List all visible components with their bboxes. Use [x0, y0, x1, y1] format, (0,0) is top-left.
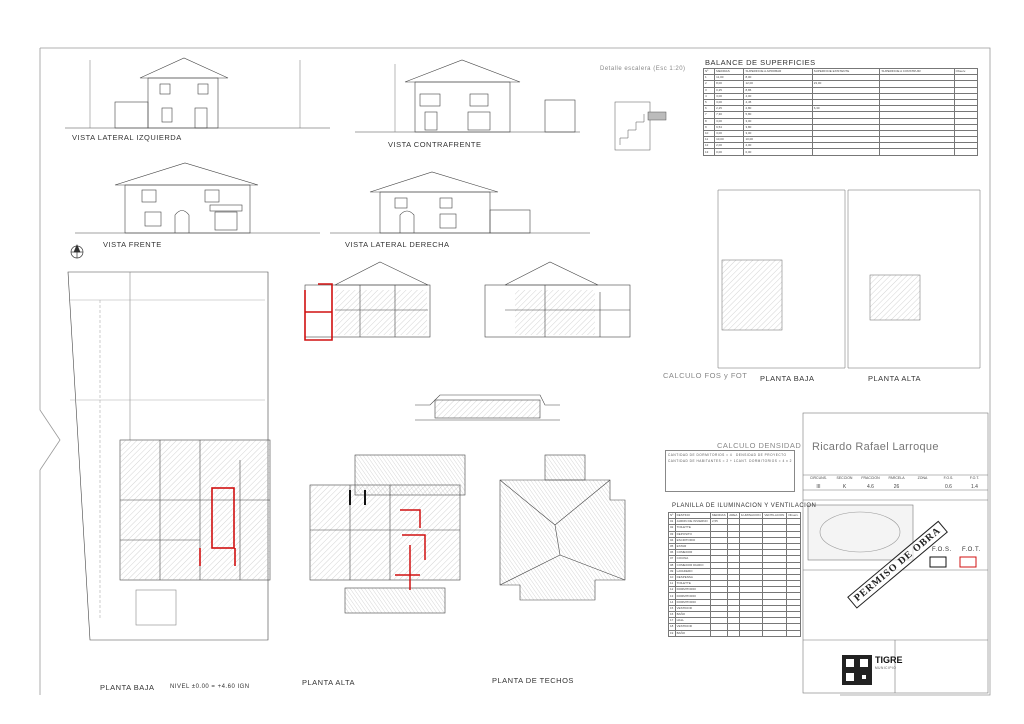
densidad-line-3: DENSIDAD DE PROYECTO: [736, 453, 787, 457]
densidad-box: CANTIDAD DE DORMITORIOS = 4 CANTIDAD DE …: [665, 450, 795, 492]
superficies-cell: [953, 148, 979, 156]
roof-plan: [499, 454, 626, 601]
superficies-cell: 0,00: [714, 148, 745, 156]
parcel-col: FRACCION 4.6: [858, 476, 883, 490]
parcel-header: PARCELA: [888, 476, 905, 480]
parcel-col: SECCION K: [832, 476, 857, 490]
iluminacion-title: PLANILLA DE ILUMINACION Y VENTILACION: [672, 503, 817, 509]
label-elevation-right: VISTA LATERAL DERECHA: [345, 240, 450, 249]
fos-box-label: F.O.S.: [932, 547, 952, 553]
label-plan-ground: PLANTA BAJA: [100, 683, 155, 692]
iluminacion-cell: [786, 629, 801, 637]
municipality-logo: TIGRE: [875, 655, 903, 665]
upper-floor-red-markup: [395, 509, 426, 590]
label-stair-detail: Detalle escalera (Esc 1:20): [600, 66, 686, 72]
parcel-value: K: [842, 484, 847, 490]
elevation-back: [355, 59, 580, 133]
elevation-front: [75, 162, 320, 234]
superficies-cell: [879, 148, 955, 156]
qr-code-icon: [842, 655, 872, 685]
densidad-line-2: CANTIDAD DE HABITANTES = 2 + 1: [668, 459, 737, 463]
ground-floor-red-markup: [199, 487, 236, 566]
iluminacion-cell: ILUMINACION: [738, 511, 764, 520]
densidad-line-1: CANTIDAD DE DORMITORIOS = 4: [668, 453, 733, 457]
parcel-header: F.O.S.: [943, 476, 954, 480]
elevation-left: [65, 57, 330, 129]
parcel-col: PARCELA 26: [884, 476, 909, 490]
sheet-border: [39, 47, 991, 696]
fot-box-label: F.O.T.: [962, 547, 981, 553]
parcel-header: FRACCION: [861, 476, 880, 480]
parcel-value: 26: [893, 484, 900, 490]
elevation-right: [330, 171, 590, 234]
iluminacion-cell: [738, 629, 764, 637]
iluminacion-cell: [727, 629, 740, 637]
upper-floor-plan: [309, 454, 466, 614]
label-plan-roof: PLANTA DE TECHOS: [492, 676, 574, 685]
stair-detail: [614, 101, 667, 151]
superficies-cell: 0,00: [743, 148, 813, 156]
small-plans: [717, 189, 981, 369]
label-elevation-front: VISTA FRENTE: [103, 240, 162, 249]
label-elevation-back: VISTA CONTRAFRENTE: [388, 140, 482, 149]
label-plan-upper: PLANTA ALTA: [302, 678, 356, 687]
section-1-red-markup: [304, 283, 333, 341]
parcel-value: III: [816, 484, 821, 490]
parcel-header: SECCION: [836, 476, 853, 480]
north-arrow-icon: [70, 244, 84, 259]
label-small-ground: PLANTA BAJA: [760, 374, 815, 383]
superficies-cell: 13: [702, 148, 716, 156]
section-1: [304, 261, 431, 338]
iluminacion-cell: MEDIDAS: [709, 511, 729, 520]
iluminacion-cell: [709, 629, 729, 637]
fos-fot-boxes: [929, 556, 977, 568]
iluminacion-cell: BAÑO: [674, 629, 711, 637]
iluminacion-cell: [762, 629, 788, 637]
parcel-header: CIRCUNS.: [810, 476, 827, 480]
densidad-title: CALCULO DENSIDAD: [717, 441, 802, 450]
parcel-header: F.O.T.: [969, 476, 980, 480]
garage-section: [415, 394, 560, 421]
superficies-cell: [811, 148, 881, 156]
parcel-col: ZONA: [910, 476, 935, 484]
ground-floor-plan: [67, 271, 271, 641]
parcel-col: F.O.T. 1.4: [962, 476, 987, 490]
label-elevation-left: VISTA LATERAL IZQUIERDA: [72, 133, 182, 142]
parcel-value: 1.4: [971, 484, 978, 490]
iluminacion-cell: Observ.: [786, 511, 801, 520]
label-level-note: NIVEL ±0.00 = +4.60 IGN: [170, 684, 250, 690]
section-2: [484, 261, 631, 338]
owner-name: Ricardo Rafael Larroque: [812, 441, 939, 453]
parcel-col: F.O.S. 0.6: [936, 476, 961, 490]
densidad-line-4: CANT. DORMITORIOS = 4 x 2: [736, 459, 792, 463]
superficies-title: BALANCE DE SUPERFICIES: [705, 58, 816, 67]
label-small-upper: PLANTA ALTA: [868, 374, 922, 383]
fos-title: CALCULO FOS y FOT: [663, 371, 748, 380]
iluminacion-cell: VENTILACION: [762, 511, 788, 520]
parcel-value: 4.6: [867, 484, 874, 490]
municipality-sub: MUNICIPIO: [875, 666, 897, 670]
parcel-col: CIRCUNS. III: [806, 476, 831, 490]
iluminacion-cell: JARDIN DE INVIERNO: [674, 518, 711, 526]
parcel-value: 0.6: [945, 484, 952, 490]
title-block-frame: [802, 412, 989, 694]
parcel-header: ZONA: [917, 476, 928, 480]
